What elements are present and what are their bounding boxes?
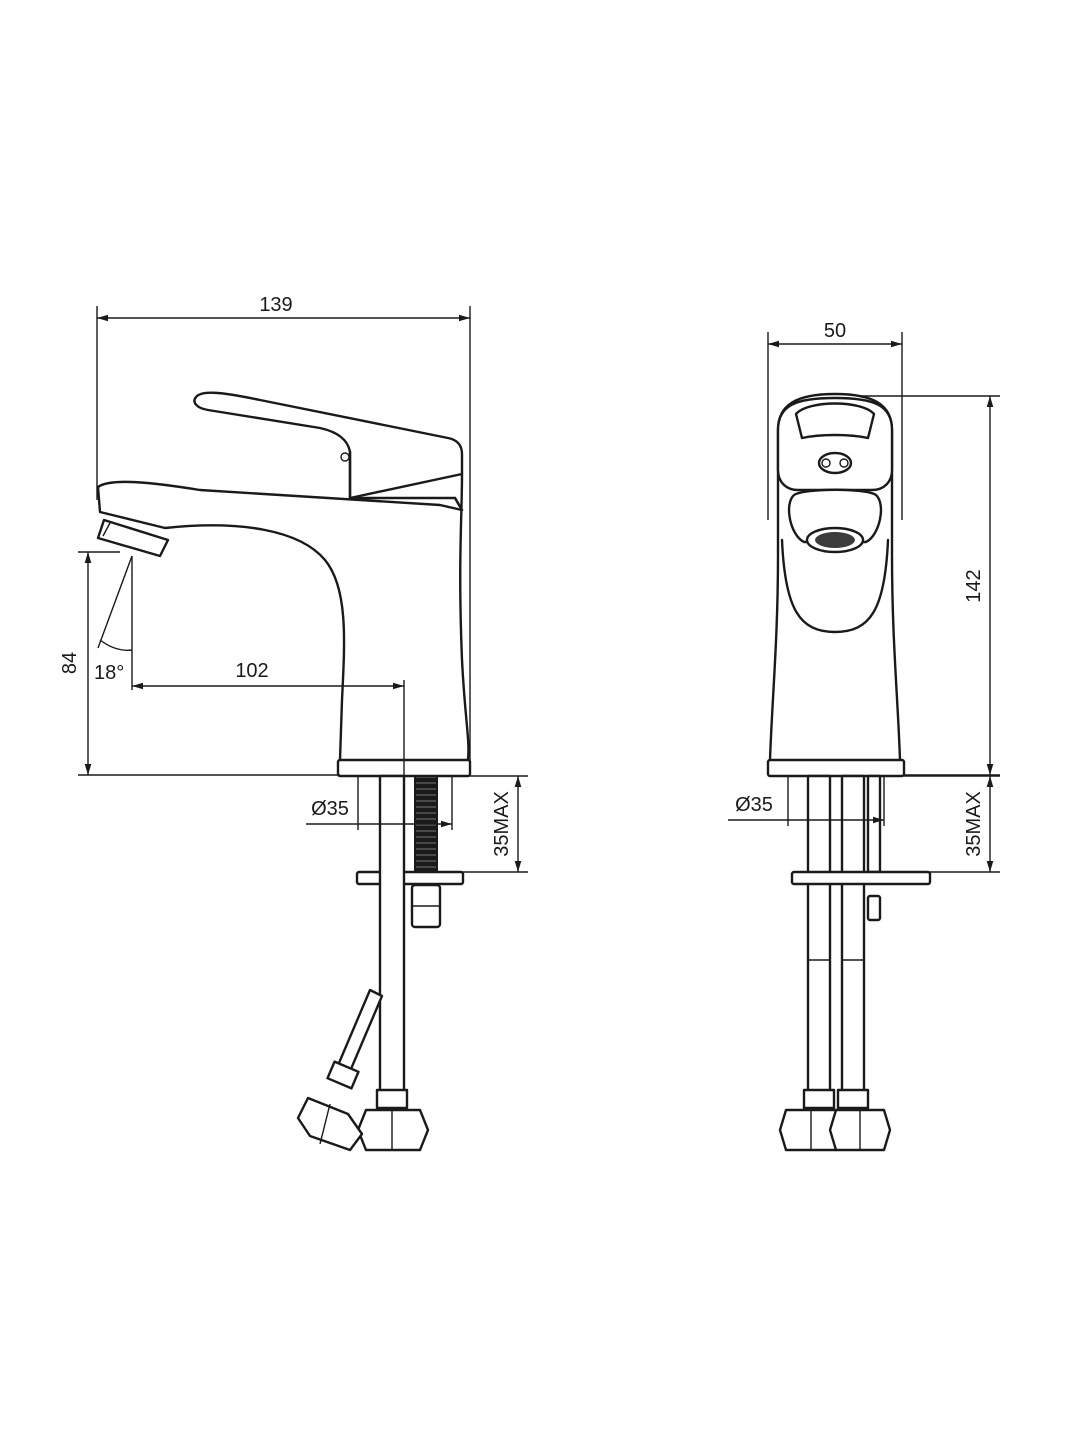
front-width-label: 50 (824, 320, 846, 342)
front-width-dimension: 50 (767, 320, 903, 520)
spout-angle-dimension: 18° (94, 555, 133, 690)
spout-reach-dimension: 102 (132, 660, 405, 860)
front-faucet-body (766, 392, 906, 778)
side-mounting-assembly (296, 774, 465, 1152)
front-hole-label: Ø35 (735, 794, 773, 816)
spout-reach-label: 102 (235, 660, 268, 682)
front-height-dimension: 142 (860, 395, 1000, 776)
front-counter-label: 35MAX (963, 791, 985, 857)
front-hole-dimension: Ø35 (728, 776, 885, 826)
front-counter-dimension: 35MAX (904, 775, 1000, 873)
side-width-label: 139 (259, 294, 292, 316)
front-view: 50 142 (728, 320, 1000, 1152)
side-counter-dimension: 35MAX (463, 775, 528, 873)
front-height-label: 142 (963, 569, 985, 602)
side-faucet-body (96, 391, 472, 778)
front-mounting-assembly (778, 774, 932, 1152)
spout-angle-label: 18° (94, 662, 124, 684)
side-width-dimension: 139 (96, 294, 471, 775)
spout-height-dimension: 84 (59, 551, 340, 776)
side-hole-dimension: Ø35 (306, 776, 453, 830)
side-hole-label: Ø35 (311, 798, 349, 820)
spout-height-label: 84 (59, 652, 81, 674)
side-counter-label: 35MAX (491, 791, 513, 857)
side-view: 139 84 (59, 294, 528, 1152)
